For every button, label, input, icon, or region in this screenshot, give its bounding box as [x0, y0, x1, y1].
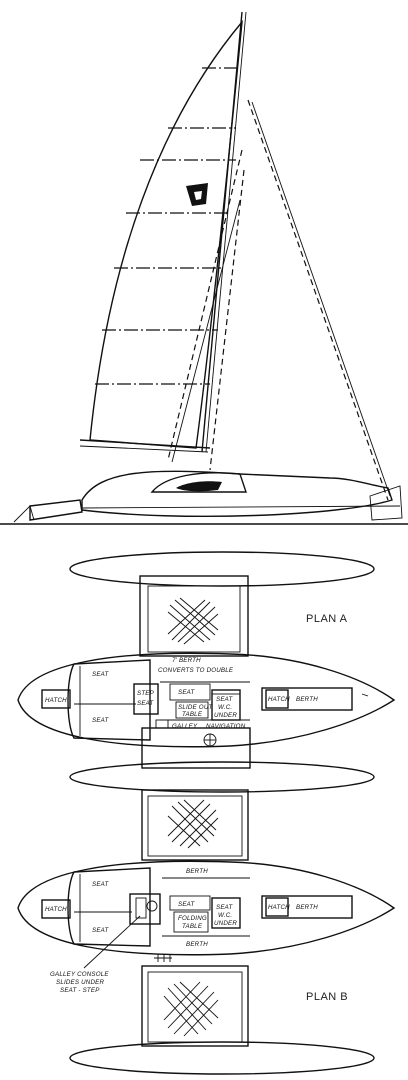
main-hull-a [17, 652, 396, 748]
hatch-label: HATCH [45, 697, 67, 704]
sail-battens [95, 67, 240, 385]
seat-label: SEAT [92, 927, 110, 934]
seat-label: SEAT [92, 717, 110, 724]
wc-label: SEAT [216, 904, 234, 911]
folding-table-label-2: TABLE [182, 923, 203, 930]
hatch-label: HATCH [45, 906, 67, 913]
galley-label: GALLEY [172, 723, 198, 730]
galley-console-note: GALLEY CONSOLE [50, 971, 109, 978]
plan-b-title: PLAN B [306, 991, 348, 1003]
navigation-label: NAVIGATION [206, 723, 246, 730]
berth-label: BERTH [186, 941, 208, 948]
berth-note: 7' BERTH [172, 657, 201, 664]
wc-label: SEAT [216, 696, 234, 703]
galley-console-note-3: SEAT - STEP [60, 987, 100, 994]
folding-table-label: FOLDING [178, 915, 207, 922]
slide-table-label: SLIDE OUT [178, 704, 213, 711]
seat-label: SEAT [92, 881, 110, 888]
sail-profile [0, 11, 408, 525]
ama-top-a [69, 551, 375, 587]
seat-label: SEAT [178, 689, 196, 696]
ama-bottom [69, 1041, 375, 1075]
wc-label-3: UNDER [214, 712, 237, 719]
slide-table-label-2: TABLE [182, 711, 203, 718]
net-hatch-b [167, 799, 219, 849]
wc-label-2: W.C. [218, 704, 232, 711]
seat-label: SEAT [178, 901, 196, 908]
plan-b: PLAN B SEAT SEAT HATCH BERTH SEAT FOLDIN… [17, 789, 396, 1075]
berth-label: BERTH [296, 696, 318, 703]
main-hull-b [17, 860, 396, 956]
wc-label-2: W.C. [218, 912, 232, 919]
net-hatch-c [163, 981, 219, 1037]
step-seat-label: SEAT [137, 700, 155, 707]
berth-note-2: CONVERTS TO DOUBLE [158, 667, 234, 674]
rigging [167, 99, 391, 501]
step-label: STEP [137, 690, 155, 697]
wc-label-3: UNDER [214, 920, 237, 927]
plan-a: PLAN A SEAT SEAT HATCH STEP SEAT 7' BERT… [17, 551, 396, 769]
seat-label: SEAT [92, 671, 110, 678]
ama-middle [69, 761, 375, 793]
hatch-label: HATCH [268, 696, 290, 703]
galley-console-note-2: SLIDES UNDER [56, 979, 104, 986]
hull-profile [0, 470, 408, 525]
berth-label: BERTH [186, 868, 208, 875]
boom [79, 439, 211, 449]
sail-insignia [186, 183, 208, 206]
plan-a-title: PLAN A [306, 613, 348, 625]
hatch-label: HATCH [268, 904, 290, 911]
net-hatch-a [167, 597, 219, 645]
berth-label: BERTH [296, 904, 318, 911]
